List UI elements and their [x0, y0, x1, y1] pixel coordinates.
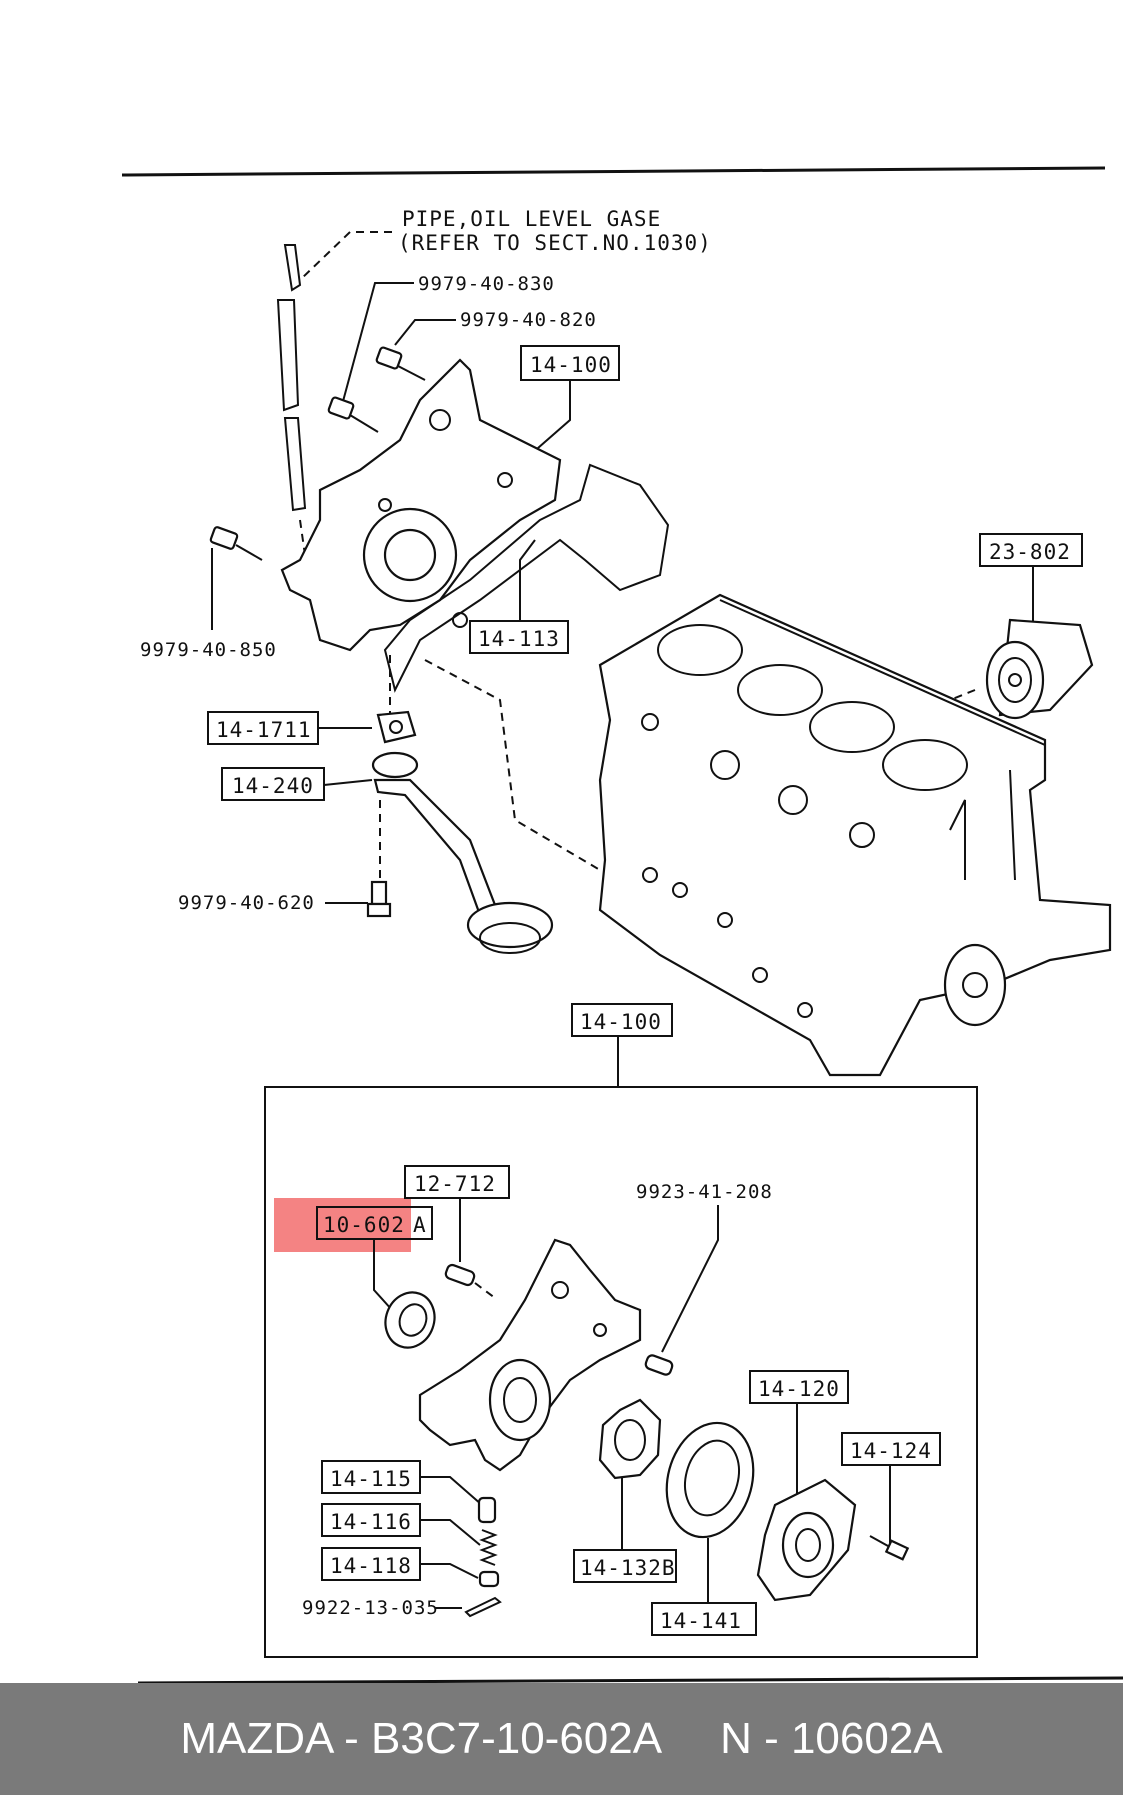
- gasket-14-1711: [376, 710, 417, 744]
- label-14-240: 14-240: [232, 774, 314, 798]
- label-14-120: 14-120: [758, 1377, 840, 1401]
- label-9923-41-208: 9923-41-208: [636, 1181, 773, 1203]
- label-10-602-suffix: A: [413, 1213, 427, 1237]
- footer-bar: MAZDA - B3C7-10-602A N - 10602A: [0, 1683, 1123, 1795]
- footer-brand-part: MAZDA - B3C7-10-602A: [180, 1714, 663, 1763]
- bolt-9979-40-830: [327, 396, 379, 433]
- label-23-802: 23-802: [989, 540, 1071, 564]
- dipstick-pipe: [276, 244, 311, 591]
- label-14-100-detail: 14-100: [580, 1010, 662, 1034]
- bottom-rule: [137, 1676, 1123, 1683]
- label-14-100-top: 14-100: [530, 353, 612, 377]
- label-9979-40-830: 9979-40-830: [418, 273, 555, 295]
- dowel-9923-41-208: [644, 1354, 674, 1376]
- oil-pump-detail: [418, 1238, 642, 1472]
- oil-strainer-14-240: [371, 751, 554, 954]
- oil-seal-10-602: [384, 1291, 436, 1349]
- box-14-132B: [573, 1549, 677, 1583]
- dowel-12-712: [444, 1263, 476, 1287]
- label-14-141: 14-141: [660, 1609, 742, 1633]
- label-14-124: 14-124: [850, 1439, 932, 1463]
- parts-diagram: PIPE,OIL LEVEL GASE (REFER TO SECT.NO.10…: [121, 166, 1123, 1683]
- label-14-116: 14-116: [330, 1510, 412, 1534]
- label-14-1711: 14-1711: [216, 718, 312, 742]
- spring-14-116: [479, 1529, 498, 1566]
- label-9979-40-620: 9979-40-620: [178, 892, 315, 914]
- box-14-124: [841, 1432, 941, 1466]
- screw-14-124: [869, 1535, 910, 1561]
- pin-9922-13-035: [464, 1596, 502, 1618]
- label-10-602: 10-602: [323, 1213, 405, 1237]
- box-14-100-detail: [571, 1003, 673, 1037]
- label-9979-40-820: 9979-40-820: [460, 309, 597, 331]
- pump-cover-14-120: [756, 1478, 857, 1602]
- bolt-9979-40-620: [366, 880, 392, 918]
- box-14-115: [321, 1460, 421, 1494]
- pipe-note-line2: (REFER TO SECT.NO.1030): [398, 231, 712, 255]
- engine-block: [598, 593, 1112, 1077]
- box-12-712: [404, 1165, 510, 1199]
- label-9979-40-850: 9979-40-850: [140, 639, 277, 661]
- label-14-132B: 14-132B: [580, 1556, 676, 1580]
- detail-frame: [264, 1086, 978, 1658]
- bolt-9979-40-820: [375, 346, 426, 381]
- gasket-14-113: [383, 463, 670, 693]
- bolt-9979-40-850: [209, 526, 263, 561]
- box-14-116: [321, 1503, 421, 1537]
- pipe-note-line1: PIPE,OIL LEVEL GASE: [402, 207, 661, 231]
- top-rule: [121, 166, 1106, 177]
- box-23-802: [979, 533, 1083, 567]
- inner-rotor-14-132B: [598, 1398, 662, 1480]
- plunger-14-115: [477, 1496, 497, 1524]
- box-14-120: [749, 1370, 849, 1404]
- oil-pump-upper: [280, 358, 562, 652]
- label-14-113: 14-113: [478, 627, 560, 651]
- box-14-240: [221, 767, 325, 801]
- oil-filter-23-802: [985, 618, 1094, 720]
- label-14-118: 14-118: [330, 1554, 412, 1578]
- outer-rotor-14-141: [665, 1421, 755, 1539]
- seat-14-118: [478, 1570, 500, 1588]
- footer-ref-part: N - 10602A: [720, 1714, 943, 1763]
- box-14-113: [469, 620, 569, 654]
- label-9922-13-035: 9922-13-035: [302, 1597, 439, 1619]
- label-12-712: 12-712: [414, 1172, 496, 1196]
- box-14-141: [651, 1602, 757, 1636]
- label-14-115: 14-115: [330, 1467, 412, 1491]
